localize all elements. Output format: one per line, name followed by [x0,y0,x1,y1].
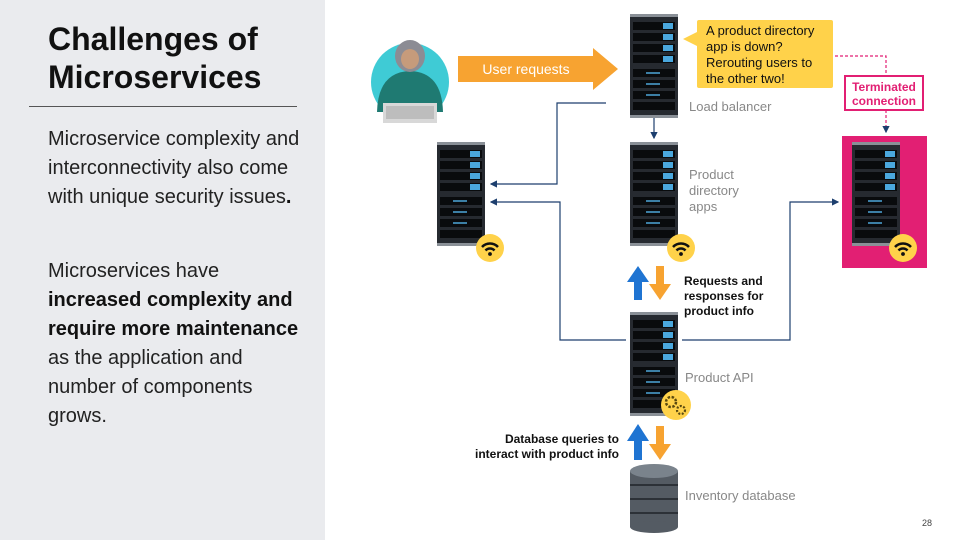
page-number: 28 [921,518,932,528]
bubble-line-3: Rerouting users to [706,55,813,70]
paragraph-1: Microservice complexity and interconnect… [48,125,308,212]
product-api-label: Product API [685,370,754,385]
db-queries-label: Database queries to interact with produc… [430,432,619,462]
response-arrow-down [649,266,671,300]
left-server-icon [437,142,485,246]
terminated-server-icon [852,142,900,246]
paragraph-1-end: . [285,186,292,208]
paragraph-2-after: as the application and number of compone… [48,347,253,427]
product-directory-line-1: Product [689,167,734,182]
bubble-line-1: A product directory [706,23,815,38]
bubble-line-4: the other two! [706,71,785,86]
product-directory-label: Product directory apps [689,167,739,215]
reroute-speech-bubble [697,20,833,88]
db-queries-line-1: Database queries to [504,432,619,446]
inventory-database-label: Inventory database [685,488,796,503]
load-balancer-server-icon [630,14,678,118]
wifi-icon [474,232,506,264]
gear-icon [661,390,691,420]
reroute-bubble-text: A product directory app is down? Rerouti… [706,23,831,87]
paragraph-2-before: Microservices have [48,260,220,282]
product-directory-line-3: apps [689,199,718,214]
wifi-icon [665,232,697,264]
paragraph-1-text: Microservice complexity and interconnect… [48,128,300,208]
product-directory-server-icon [630,142,678,246]
paragraph-2: Microservices have increased complexity … [48,257,308,431]
requests-responses-label: Requests and responses for product info [684,274,763,319]
terminated-line-1: Terminated [852,80,916,94]
title-line-2: Microservices [48,59,262,95]
db-queries-line-2: interact with product info [475,447,619,461]
requests-line-2: responses for [684,289,764,303]
terminated-line-2: connection [851,94,916,108]
database-icon [630,464,678,533]
left-panel [0,0,325,540]
paragraph-2-bold: increased complexity and require more ma… [48,289,299,340]
bubble-line-2: app is down? [706,39,783,54]
request-arrow-up [627,266,649,300]
slide-title: Challenges of Microservices [48,20,318,96]
title-line-1: Challenges of [48,21,258,57]
user-requests-label: User requests [482,61,570,77]
title-divider [29,106,297,107]
load-balancer-label: Load balancer [689,99,772,114]
requests-line-1: Requests and [684,274,763,288]
user-requests-arrow [458,48,618,90]
person-laptop-icon [371,40,449,123]
terminated-connection-label: Terminated connection [844,75,924,111]
db-query-arrow-up [627,424,649,460]
wifi-icon [887,232,919,264]
db-response-arrow-down [649,426,671,460]
product-directory-line-2: directory [689,183,739,198]
requests-line-3: product info [684,304,754,318]
